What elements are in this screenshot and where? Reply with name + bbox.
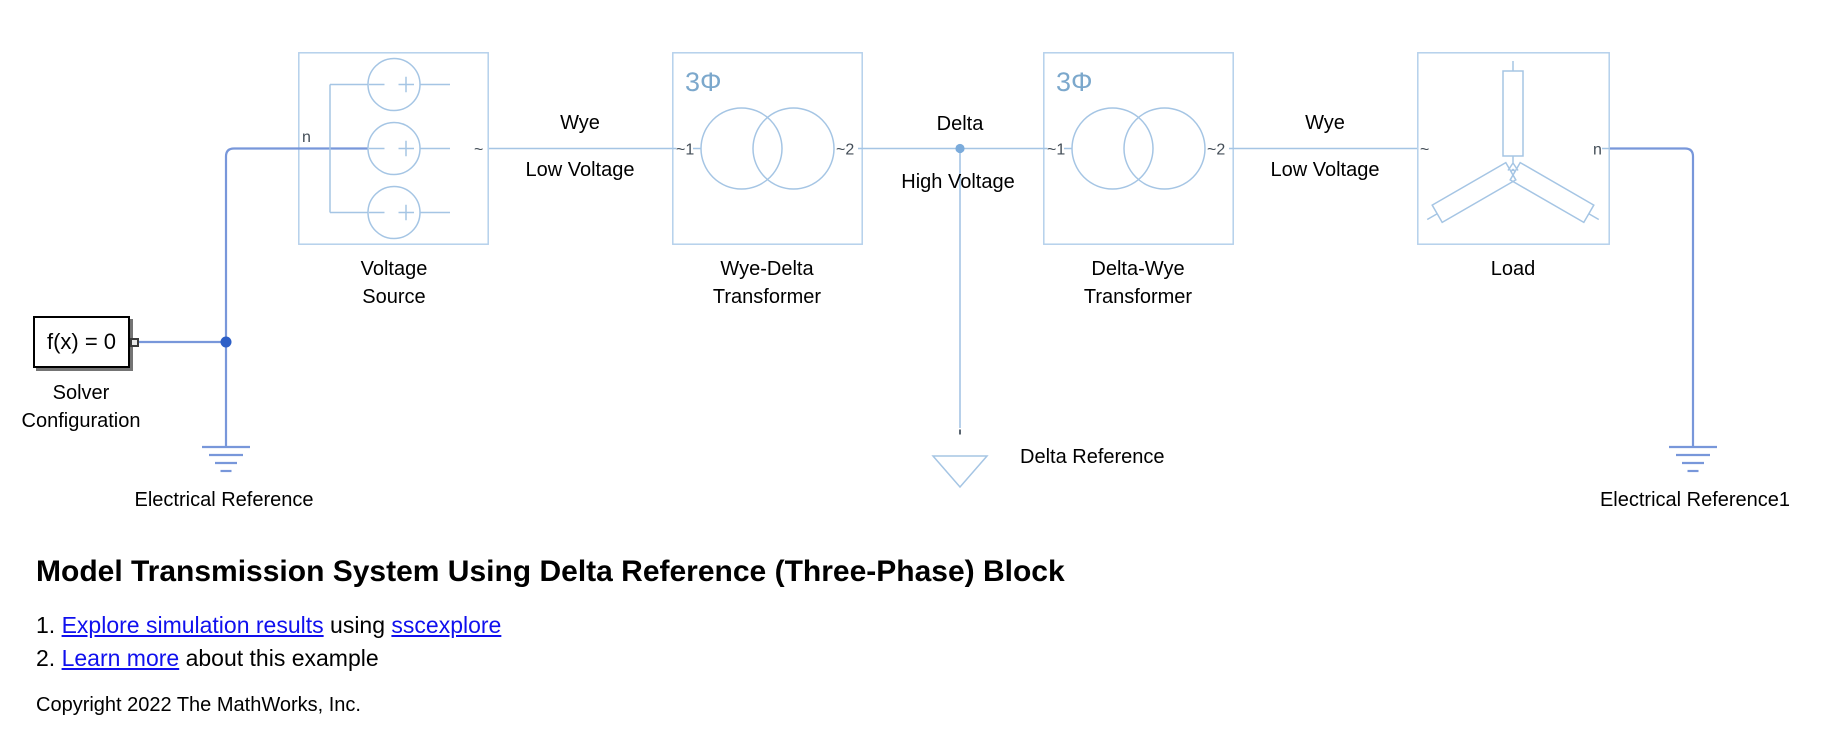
electrical-reference1-ground-icon[interactable] [1669, 445, 1717, 473]
source-circle-top [367, 57, 450, 112]
port-label-out: ~2 [1207, 142, 1225, 159]
wire-source-n-to-ground[interactable] [224, 147, 298, 448]
load-outline [1417, 52, 1610, 245]
solver-configuration-block[interactable]: f(x) = 0 [33, 316, 130, 368]
item2-number: 2. [36, 645, 62, 671]
item2-suffix-text: about this example [179, 645, 379, 671]
item1-number: 1. [36, 612, 62, 638]
port-label-n: n [302, 129, 311, 146]
wire-label-low-voltage-2: Low Voltage [1270, 159, 1380, 181]
model-title: Model Transmission System Using Delta Re… [36, 555, 1065, 588]
solver-configuration-port [130, 338, 139, 347]
voltage-source-bus [329, 83, 368, 214]
delta-reference-triangle-icon[interactable] [931, 455, 989, 489]
item1-middle-text: using [323, 612, 392, 638]
wire-junction-dot-solver [220, 336, 232, 348]
electrical-reference1-label: Electrical Reference1 [1599, 489, 1791, 511]
source-circle-middle [367, 121, 450, 176]
electrical-reference-ground-icon[interactable] [202, 445, 250, 473]
learn-more-link[interactable]: Learn more [61, 645, 180, 671]
solver-configuration-label: Solver Configuration [21, 382, 141, 432]
wire-label-wye-1: Wye [560, 112, 600, 134]
instruction-item-1: 1. Explore simulation results using ssce… [36, 609, 501, 642]
copyright-text: Copyright 2022 The MathWorks, Inc. [36, 694, 361, 716]
wire-label-low-voltage-1: Low Voltage [525, 159, 635, 181]
source-circle-bottom [367, 185, 450, 240]
delta-wye-transformer-block[interactable]: 3Φ ~1 ~2 [1043, 52, 1234, 245]
solver-display-text: f(x) = 0 [46, 329, 117, 354]
sscexplore-link[interactable]: sscexplore [391, 612, 502, 638]
port-label-in: ~ [1420, 142, 1429, 159]
voltage-source-label: Voltage Source [360, 258, 428, 308]
voltage-source-block[interactable]: n ~ [298, 52, 489, 245]
port-label-in: ~1 [676, 142, 694, 159]
port-label-out: ~ [474, 142, 483, 159]
port-label-n: n [1593, 142, 1602, 159]
wire-label-wye-2: Wye [1305, 112, 1345, 134]
port-label-out: ~2 [836, 142, 854, 159]
wire-junction-dot-delta [955, 143, 965, 154]
wire-label-delta: Delta [936, 113, 984, 135]
wire-load-n-to-ground[interactable] [1610, 147, 1695, 448]
wye-resistors-icon [1426, 61, 1610, 224]
wye-delta-transformer-block[interactable]: 3Φ ~1 ~2 [672, 52, 863, 245]
load-label: Load [1490, 258, 1536, 280]
model-instructions: 1. Explore simulation results using ssce… [36, 609, 501, 675]
transformer-coils-icon [1043, 107, 1234, 190]
delta-wye-transformer-label: Delta-Wye Transformer [1083, 258, 1193, 308]
wire-label-high-voltage: High Voltage [901, 171, 1015, 193]
port-label-in: ~1 [1047, 142, 1065, 159]
three-phase-badge: 3Φ [685, 67, 722, 97]
three-phase-badge: 3Φ [1056, 67, 1093, 97]
delta-reference-label: Delta Reference [1020, 446, 1165, 468]
explore-simulation-results-link[interactable]: Explore simulation results [61, 612, 324, 638]
wye-delta-transformer-label: Wye-Delta Transformer [712, 258, 822, 308]
electrical-reference-label: Electrical Reference [134, 489, 314, 511]
instruction-item-2: 2. Learn more about this example [36, 642, 501, 675]
load-block[interactable]: ~ n [1417, 52, 1610, 245]
transformer-coils-icon [672, 107, 863, 190]
